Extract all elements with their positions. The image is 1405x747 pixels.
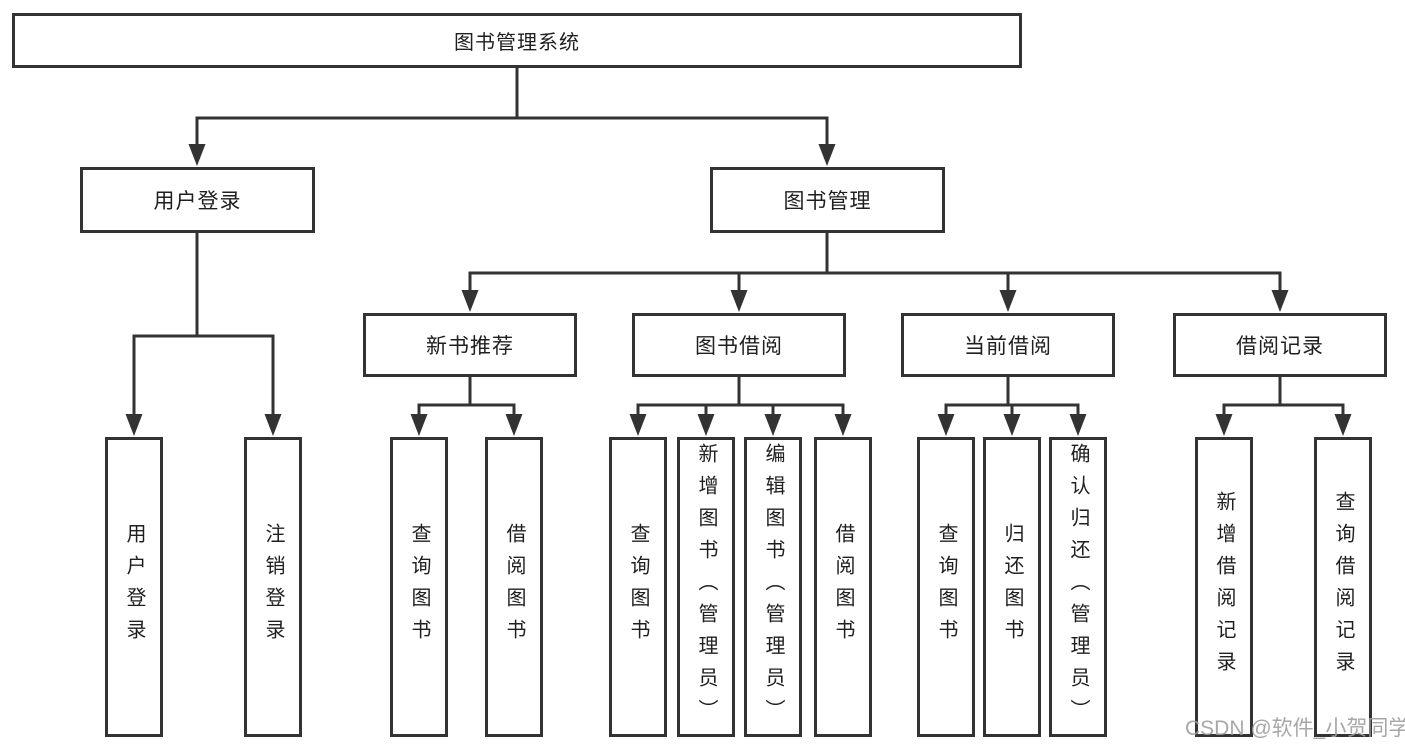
leaf-borrow-books-label: 借阅图书 xyxy=(832,523,854,651)
node-book-borrow-label: 图书借阅 xyxy=(695,335,783,358)
node-borrow-records: 借阅记录 xyxy=(1173,313,1387,377)
connector-current-borrow-to-leaves xyxy=(937,377,1087,436)
node-current-borrow: 当前借阅 xyxy=(901,313,1115,377)
leaf-query-borrow-record: 查询借阅记录 xyxy=(1314,437,1372,737)
leaf-edit-books-admin-label: 编辑图书（管理员） xyxy=(762,443,784,731)
leaf-user-login-label: 用户登录 xyxy=(123,523,145,651)
node-book-borrow: 图书借阅 xyxy=(632,313,846,377)
leaf-logout: 注销登录 xyxy=(244,437,302,737)
leaf-edit-books-admin: 编辑图书（管理员） xyxy=(744,437,802,737)
leaf-current-query-books: 查询图书 xyxy=(917,437,975,737)
node-book-management-label: 图书管理 xyxy=(783,190,872,213)
leaf-return-books-label: 归还图书 xyxy=(1001,523,1023,651)
leaf-confirm-return-admin-label: 确认归还（管理员） xyxy=(1067,443,1089,731)
connector-borrow-records-to-leaves xyxy=(1215,377,1352,436)
node-current-borrow-label: 当前借阅 xyxy=(964,335,1052,358)
connector-book-management-to-sections xyxy=(461,233,1289,312)
node-root-label: 图书管理系统 xyxy=(454,32,580,54)
node-new-book-recommend-label: 新书推荐 xyxy=(426,335,514,358)
node-book-management: 图书管理 xyxy=(710,167,945,233)
connector-user-login-to-leaves xyxy=(125,233,282,436)
leaf-recommend-query-books-label: 查询图书 xyxy=(408,523,430,651)
leaf-confirm-return-admin: 确认归还（管理员） xyxy=(1049,437,1107,737)
node-user-login: 用户登录 xyxy=(80,167,315,233)
csdn-watermark: CSDN @软件_小贺同学 xyxy=(1185,717,1405,740)
leaf-recommend-borrow-books-label: 借阅图书 xyxy=(503,523,525,651)
node-user-login-label: 用户登录 xyxy=(153,190,242,213)
leaf-user-login: 用户登录 xyxy=(105,437,163,737)
leaf-recommend-query-books: 查询图书 xyxy=(390,437,448,737)
leaf-borrow-books: 借阅图书 xyxy=(814,437,872,737)
leaf-current-query-books-label: 查询图书 xyxy=(935,523,957,651)
connector-new-book-recommend-to-leaves xyxy=(410,377,523,436)
leaf-add-borrow-record: 新增借阅记录 xyxy=(1195,437,1253,737)
leaf-add-borrow-record-label: 新增借阅记录 xyxy=(1213,491,1235,683)
connector-root-to-level2 xyxy=(188,68,836,166)
leaf-add-books-admin: 新增图书（管理员） xyxy=(677,437,735,737)
leaf-query-borrow-record-label: 查询借阅记录 xyxy=(1332,491,1354,683)
node-borrow-records-label: 借阅记录 xyxy=(1236,335,1324,358)
leaf-borrow-query-books: 查询图书 xyxy=(609,437,667,737)
leaf-return-books: 归还图书 xyxy=(983,437,1041,737)
leaf-add-books-admin-label: 新增图书（管理员） xyxy=(695,443,717,731)
leaf-logout-label: 注销登录 xyxy=(262,523,284,651)
leaf-recommend-borrow-books: 借阅图书 xyxy=(485,437,543,737)
leaf-borrow-query-books-label: 查询图书 xyxy=(627,523,649,651)
node-root: 图书管理系统 xyxy=(12,13,1022,68)
node-new-book-recommend: 新书推荐 xyxy=(363,313,577,377)
connector-book-borrow-to-leaves xyxy=(629,377,852,436)
